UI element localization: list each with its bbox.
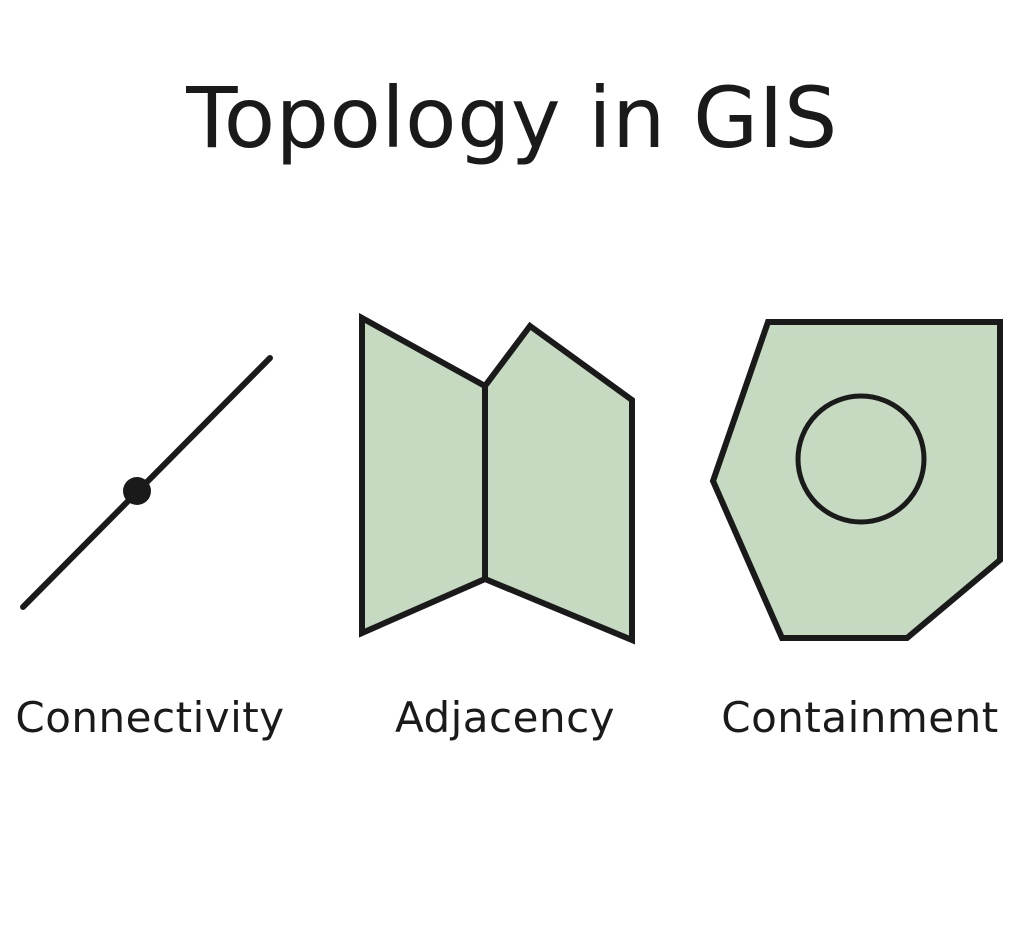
page-title: Topology in GIS <box>186 69 838 167</box>
label-containment: Containment <box>721 693 999 742</box>
adjacency-left-polygon <box>359 312 488 638</box>
connectivity-node <box>123 477 151 505</box>
label-connectivity: Connectivity <box>15 693 285 742</box>
adjacency-figure <box>359 312 635 645</box>
connectivity-figure <box>20 355 273 610</box>
label-adjacency: Adjacency <box>394 693 616 742</box>
adjacency-right-polygon <box>482 321 635 645</box>
containment-figure <box>709 319 1003 641</box>
containment-inner-circle <box>795 393 927 525</box>
